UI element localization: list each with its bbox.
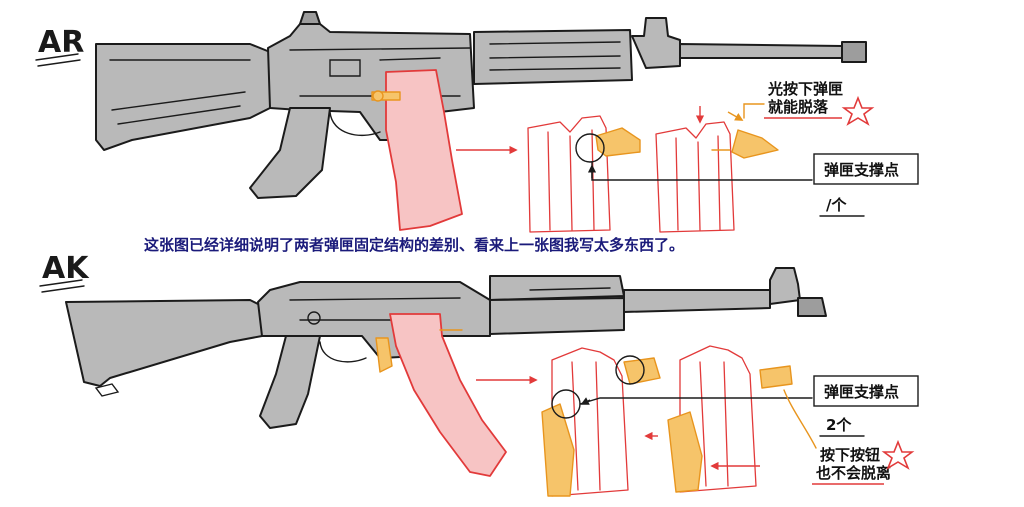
ak-label: AK [42,251,90,286]
ak-rifle [65,267,827,477]
ak-mag-rear-lug-1 [541,403,575,497]
ak-magazine [389,313,507,477]
ar-mag-ribs-1 [547,129,595,231]
section-ak: AK [39,251,919,497]
ar-support-point-circle [575,133,605,163]
ar-handguard-detail [489,41,621,71]
ar-mag-release-knob [372,90,384,102]
ak-mag-rear-lug-2 [667,411,703,493]
ak-muzzle [797,297,827,317]
ar-trigger-guard [329,111,381,136]
ar-rear-sight [299,11,321,25]
ar-latch-1 [595,127,641,157]
ak-handguard [489,297,625,335]
ak-mag-detail-1 [541,347,661,497]
ar-magazine [385,69,463,231]
ar-mag-detail-2 [655,106,779,233]
ak-front-sight [769,267,801,305]
ak-support-arrow [580,397,591,405]
ak-support-label: 弹匣支撑点 [824,383,899,401]
ar-barrel [679,43,843,59]
ar-label-underline [35,53,81,67]
ak-gas-tube-slot [529,287,611,291]
ar-support-leader [591,161,813,181]
ar-rifle [95,11,867,231]
ak-stock [65,299,263,387]
ar-stock [95,43,271,151]
ak-mag-front-lug-2 [759,365,793,389]
ak-button-text-2: 也不会脱离 [816,464,891,482]
ar-muzzle [841,41,867,63]
ar-pistol-grip [249,107,331,199]
ak-support-circle-2 [615,355,645,385]
ar-mag-outline-2 [655,121,735,233]
ar-mag-ribs-2 [675,135,721,231]
ak-barrel [623,289,771,313]
red-star-icon [841,95,875,126]
section-ar: AR [35,11,919,233]
red-star-icon-2 [881,439,915,470]
ak-support-label-box [813,375,919,407]
ar-mag-detail-1 [527,115,641,233]
ak-mag-release [375,337,393,373]
ak-button-leader [783,389,817,449]
ar-latch-arrow [727,111,744,121]
ak-trigger-guard [319,341,367,363]
ak-mag-ribs-2 [699,361,729,487]
ak-pistol-grip [259,335,321,429]
ak-label-underline [39,279,85,293]
ak-mag-front-lug-1 [623,357,661,385]
ar-stock-detail [109,59,251,125]
ak-support-circle-1 [551,389,581,419]
ak-support-count: 2个 [826,416,852,434]
caption-text: 这张图已经详细说明了两者弹匣固定结构的差别、看来上一张图我写太多东西了。 [144,236,684,254]
ar-press-text-2: 就能脱落 [768,98,829,116]
ar-press-leader [743,103,765,119]
ar-mag-outline-1 [527,115,611,233]
ar-latch-2 [731,129,779,159]
ar-support-label: 弹匣支撑点 [824,161,899,179]
ak-selector-pivot [307,311,321,325]
ak-buttplate [94,383,120,397]
ak-support-leader [579,397,813,405]
ar-support-count: /个 [826,196,847,214]
ak-mag-ribs-1 [571,361,601,491]
ar-front-sight [631,17,681,69]
ar-press-text-1: 光按下弹匣 [767,80,843,98]
ak-button-text-1: 按下按钮 [820,446,880,464]
ar-support-label-box [813,153,919,185]
ak-mag-detail-2 [644,345,793,493]
